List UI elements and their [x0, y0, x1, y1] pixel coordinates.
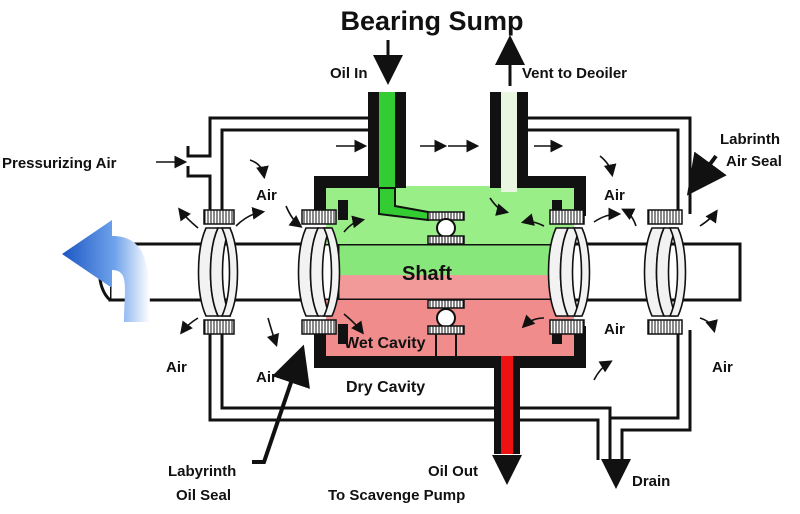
ball-bearing-icon	[427, 211, 465, 356]
air-label: Air	[604, 321, 625, 338]
curved-rotation-arrow-icon	[62, 220, 150, 322]
oil-seal-label-line1: Labyrinth	[168, 463, 236, 480]
vent-pipe	[490, 92, 528, 192]
oil-in-pipe	[368, 92, 429, 222]
outer-air-duct	[186, 116, 692, 460]
oil-out-label-line2: To Scavenge Pump	[328, 487, 465, 504]
oil-out-label-line1: Oil Out	[428, 463, 478, 480]
air-label: Air	[604, 187, 625, 204]
flow-arrow-icon	[156, 139, 718, 381]
oil-in-label: Oil In	[330, 65, 368, 82]
oil-seal-label-line2: Oil Seal	[176, 487, 231, 504]
labyrinth-seal-right-inner	[547, 209, 591, 335]
wet-cavity-label: Wet Cavity	[344, 335, 426, 352]
air-label: Air	[256, 187, 277, 204]
labyrinth-seal-right-outer	[643, 209, 687, 335]
diagram-title: Bearing Sump	[340, 6, 523, 36]
air-label: Air	[256, 369, 277, 386]
shaft-label: Shaft	[402, 263, 452, 285]
air-seal-label-line1: Labrinth	[720, 131, 780, 148]
air-seal-pointer	[686, 151, 727, 196]
drain-label: Drain	[632, 473, 670, 490]
labyrinth-seal-left-inner	[297, 209, 341, 335]
labyrinth-seal-left-outer	[197, 209, 239, 335]
air-seal-label-line2: Air Seal	[726, 153, 782, 170]
vent-label: Vent to Deoiler	[522, 65, 627, 82]
oil-out-pipe	[494, 356, 520, 454]
oil-seal-pointer	[252, 344, 310, 464]
pressurizing-air-label: Pressurizing Air	[2, 155, 117, 172]
air-label: Air	[712, 359, 733, 376]
dry-cavity-label: Dry Cavity	[346, 379, 425, 396]
air-label: Air	[166, 359, 187, 376]
